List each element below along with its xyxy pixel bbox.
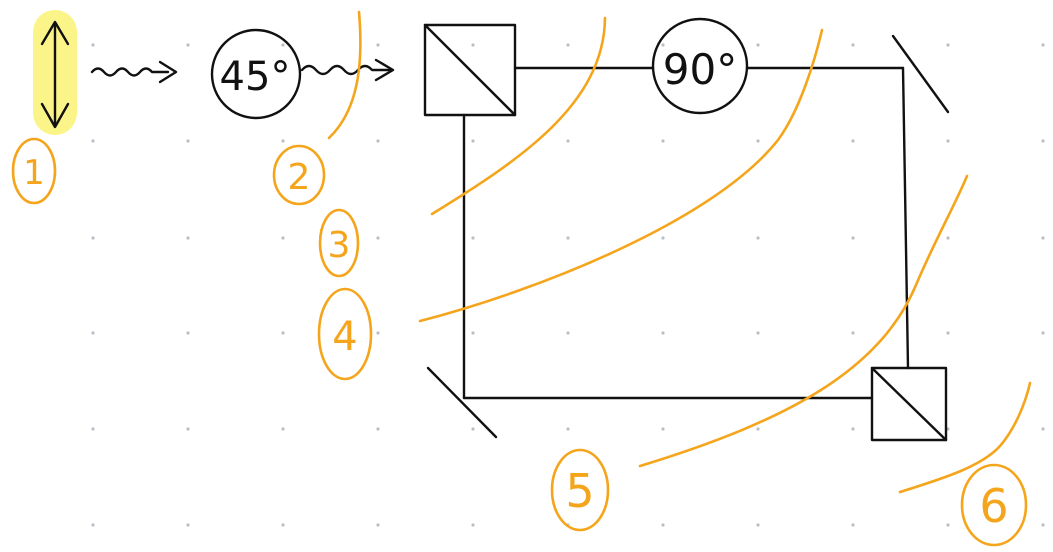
polarization-arrow-icon [40, 20, 70, 129]
waveplate-90-label: 90° [663, 45, 737, 94]
grid-dot [376, 43, 380, 47]
step-label-1: 1 [23, 153, 45, 193]
grid-dot [1041, 236, 1045, 240]
grid-dot [661, 427, 665, 431]
grid-dot [376, 523, 380, 527]
grid-dot [281, 43, 285, 47]
grid-dot [756, 427, 760, 431]
grid-dot [756, 236, 760, 240]
grid-dot [566, 236, 570, 240]
grid-dot [566, 43, 570, 47]
grid-dot [851, 427, 855, 431]
grid-dot [756, 523, 760, 527]
grid-dot [281, 139, 285, 143]
step-label-3: 3 [328, 225, 351, 266]
step-circle-5 [550, 448, 610, 532]
waveplate-45 [210, 28, 302, 120]
grid-dot [661, 139, 665, 143]
grid-dot [91, 331, 95, 335]
grid-dot [186, 139, 190, 143]
section-divider-curve-3 [430, 16, 607, 216]
grid-dot [471, 523, 475, 527]
step-label-6: 6 [979, 479, 1008, 533]
section-divider-curve-2 [327, 10, 362, 140]
grid-dot [946, 236, 950, 240]
section-divider-curve-6 [898, 381, 1032, 494]
grid-dot [471, 331, 475, 335]
grid-dot [851, 523, 855, 527]
grid-dot [851, 331, 855, 335]
section-divider-curve-5 [638, 174, 969, 468]
grid-dot [186, 331, 190, 335]
grid-dot [186, 43, 190, 47]
grid-dot [281, 331, 285, 335]
step-label-5: 5 [565, 464, 594, 518]
grid-dot [91, 523, 95, 527]
grid-dot [756, 139, 760, 143]
beam-splitter-1 [423, 23, 517, 117]
mirror-bottom-left [426, 366, 498, 439]
step-circle-1 [11, 137, 57, 205]
grid-dot [946, 139, 950, 143]
grid-dot [756, 331, 760, 335]
step-circle-2 [272, 144, 326, 206]
grid-dot [756, 43, 760, 47]
grid-dot [1041, 523, 1045, 527]
grid-dot [1041, 331, 1045, 335]
grid-dot [186, 523, 190, 527]
grid-dot [851, 43, 855, 47]
beam-path-right [901, 66, 910, 370]
step-circle-3 [318, 208, 360, 278]
grid-dot [186, 236, 190, 240]
grid-dot [91, 43, 95, 47]
grid-dot [376, 427, 380, 431]
grid-dot [281, 236, 285, 240]
grid-dot [91, 139, 95, 143]
grid-dot [661, 523, 665, 527]
grid-dot [471, 139, 475, 143]
grid-dot [376, 236, 380, 240]
grid-dot [91, 236, 95, 240]
grid-dot [946, 331, 950, 335]
grid-dot [281, 427, 285, 431]
dot-grid [91, 43, 1045, 527]
grid-dot [471, 236, 475, 240]
grid-dot [946, 523, 950, 527]
beam-splitter-2 [870, 366, 948, 442]
grid-dot [1041, 139, 1045, 143]
grid-dot [661, 236, 665, 240]
step-circle-6 [960, 463, 1028, 547]
grid-dot [186, 427, 190, 431]
mirror-top-right [891, 34, 950, 114]
waveplate-90 [651, 17, 749, 115]
grid-dot [566, 331, 570, 335]
grid-dot [376, 331, 380, 335]
grid-dot [661, 331, 665, 335]
wavy-arrow-icon [90, 60, 178, 84]
grid-dot [1041, 427, 1045, 431]
grid-dot [1041, 43, 1045, 47]
grid-dot [471, 427, 475, 431]
grid-dot [91, 427, 95, 431]
grid-dot [566, 427, 570, 431]
step-label-2: 2 [288, 157, 311, 198]
step-label-4: 4 [332, 314, 357, 360]
grid-dot [566, 139, 570, 143]
section-divider-curve-4 [418, 28, 824, 323]
grid-dot [946, 43, 950, 47]
grid-dot [281, 523, 285, 527]
wavy-arrow-icon-2 [300, 58, 395, 82]
grid-dot [661, 43, 665, 47]
waveplate-45-label: 45° [220, 54, 291, 100]
grid-dot [851, 236, 855, 240]
grid-dot [851, 139, 855, 143]
grid-dot [471, 43, 475, 47]
step-circle-4 [317, 287, 373, 381]
grid-dot [376, 139, 380, 143]
